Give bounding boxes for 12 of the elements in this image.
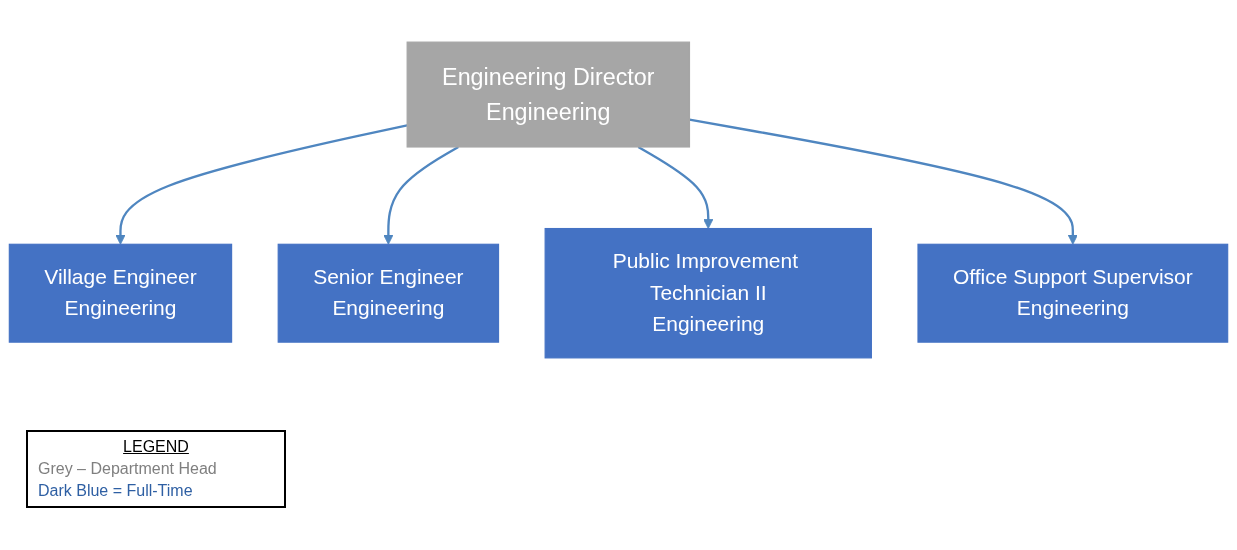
position-box: Senior Engineer Engineering [277,243,500,343]
legend-entry: Grey – Department Head [38,459,218,479]
legend-entry: Dark Blue = Full-Time [38,481,194,501]
legend-title: LEGEND [122,437,190,457]
arrow [689,118,1078,245]
arrow [115,124,408,245]
position-box: Public Improvement Technician II Engineering [544,227,872,359]
department-head-box: Engineering Director Engineering [406,41,691,148]
position-box: Village Engineer Engineering [8,243,233,343]
arrow [383,145,459,245]
arrow [637,145,714,229]
position-box: Office Support Supervisor Engineering [917,243,1229,343]
